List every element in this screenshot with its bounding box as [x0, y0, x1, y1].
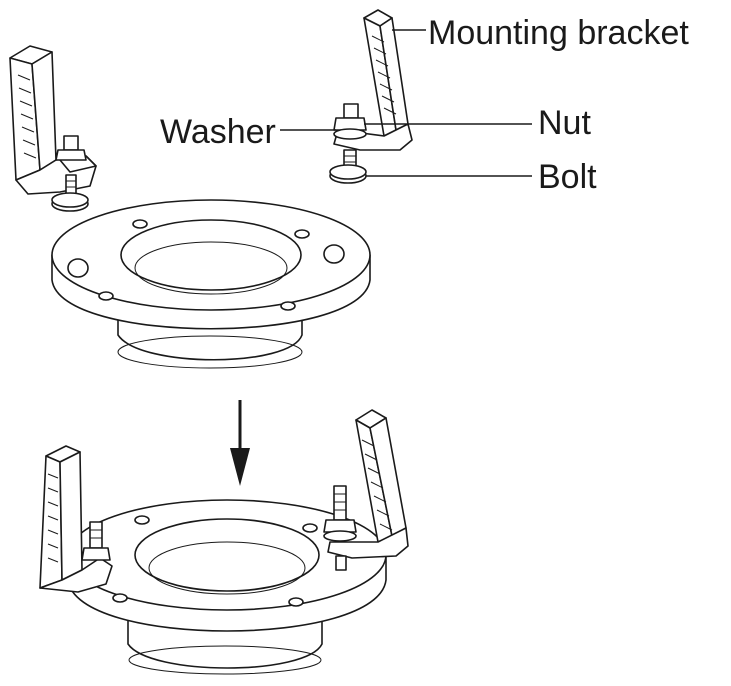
bolt-bottom-left [81, 521, 111, 561]
bolt-label: Bolt [538, 158, 597, 196]
mounting-bracket-label: Mounting bracket [428, 14, 689, 52]
nut-label: Nut [538, 104, 591, 142]
bolt-bottom-right [323, 485, 357, 571]
bolt-top-left [51, 135, 89, 212]
washer-top-right [333, 128, 367, 140]
washer-label: Washer [160, 113, 276, 151]
down-arrow-icon [230, 400, 250, 486]
flange-top [51, 199, 371, 369]
bolt-top-right [329, 149, 367, 184]
mounting-bracket-bottom-right [327, 409, 409, 559]
mounting-bracket-bottom-left [39, 445, 113, 593]
mounting-bracket-top-left [9, 45, 97, 195]
flange-bottom [67, 499, 387, 675]
mounting-bracket-top-right [333, 9, 413, 151]
nut-top-right [333, 103, 367, 131]
